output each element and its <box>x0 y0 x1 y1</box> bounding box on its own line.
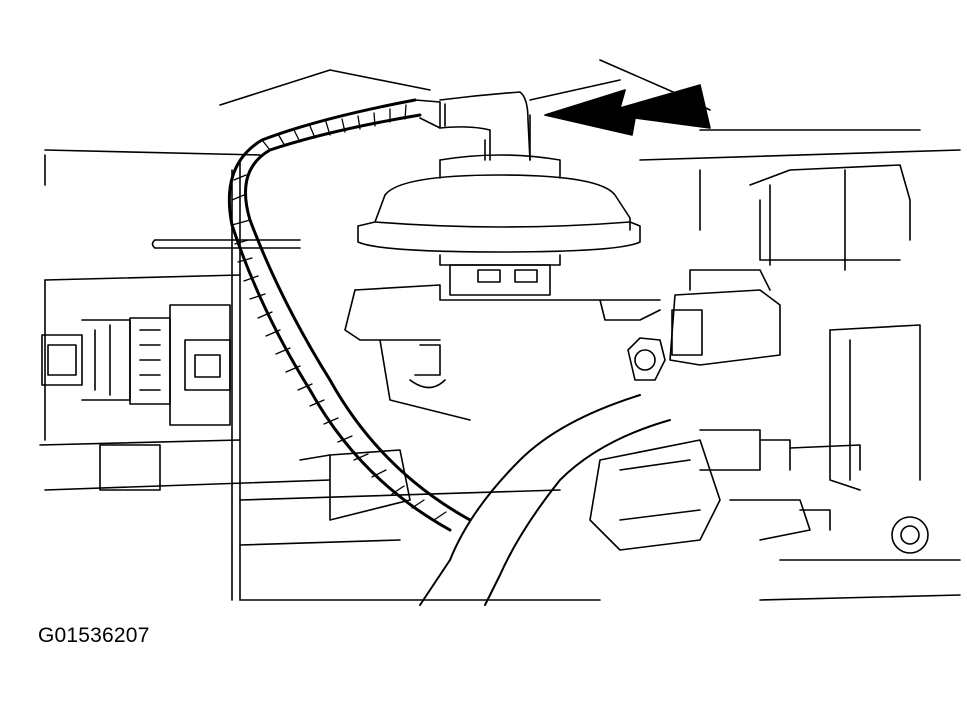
pointer-arrow <box>544 84 711 136</box>
egr-valve-body <box>299 254 661 521</box>
vacuum-fitting <box>414 91 531 161</box>
figure-id-label: G01536207 <box>38 624 150 647</box>
wrapped-line-ribs <box>231 104 447 521</box>
right-side-components <box>749 164 961 601</box>
mounting-bolt <box>627 337 666 381</box>
vacuum-hose <box>419 394 671 606</box>
egr-valve-housing <box>357 114 641 253</box>
right-sensor-connector <box>669 269 781 366</box>
egr-valve-line-drawing <box>39 59 961 606</box>
lower-pipe <box>239 489 601 601</box>
hose-fitting-assembly <box>589 429 861 551</box>
left-connector-assembly <box>41 304 231 491</box>
background-body-lines <box>39 59 961 601</box>
